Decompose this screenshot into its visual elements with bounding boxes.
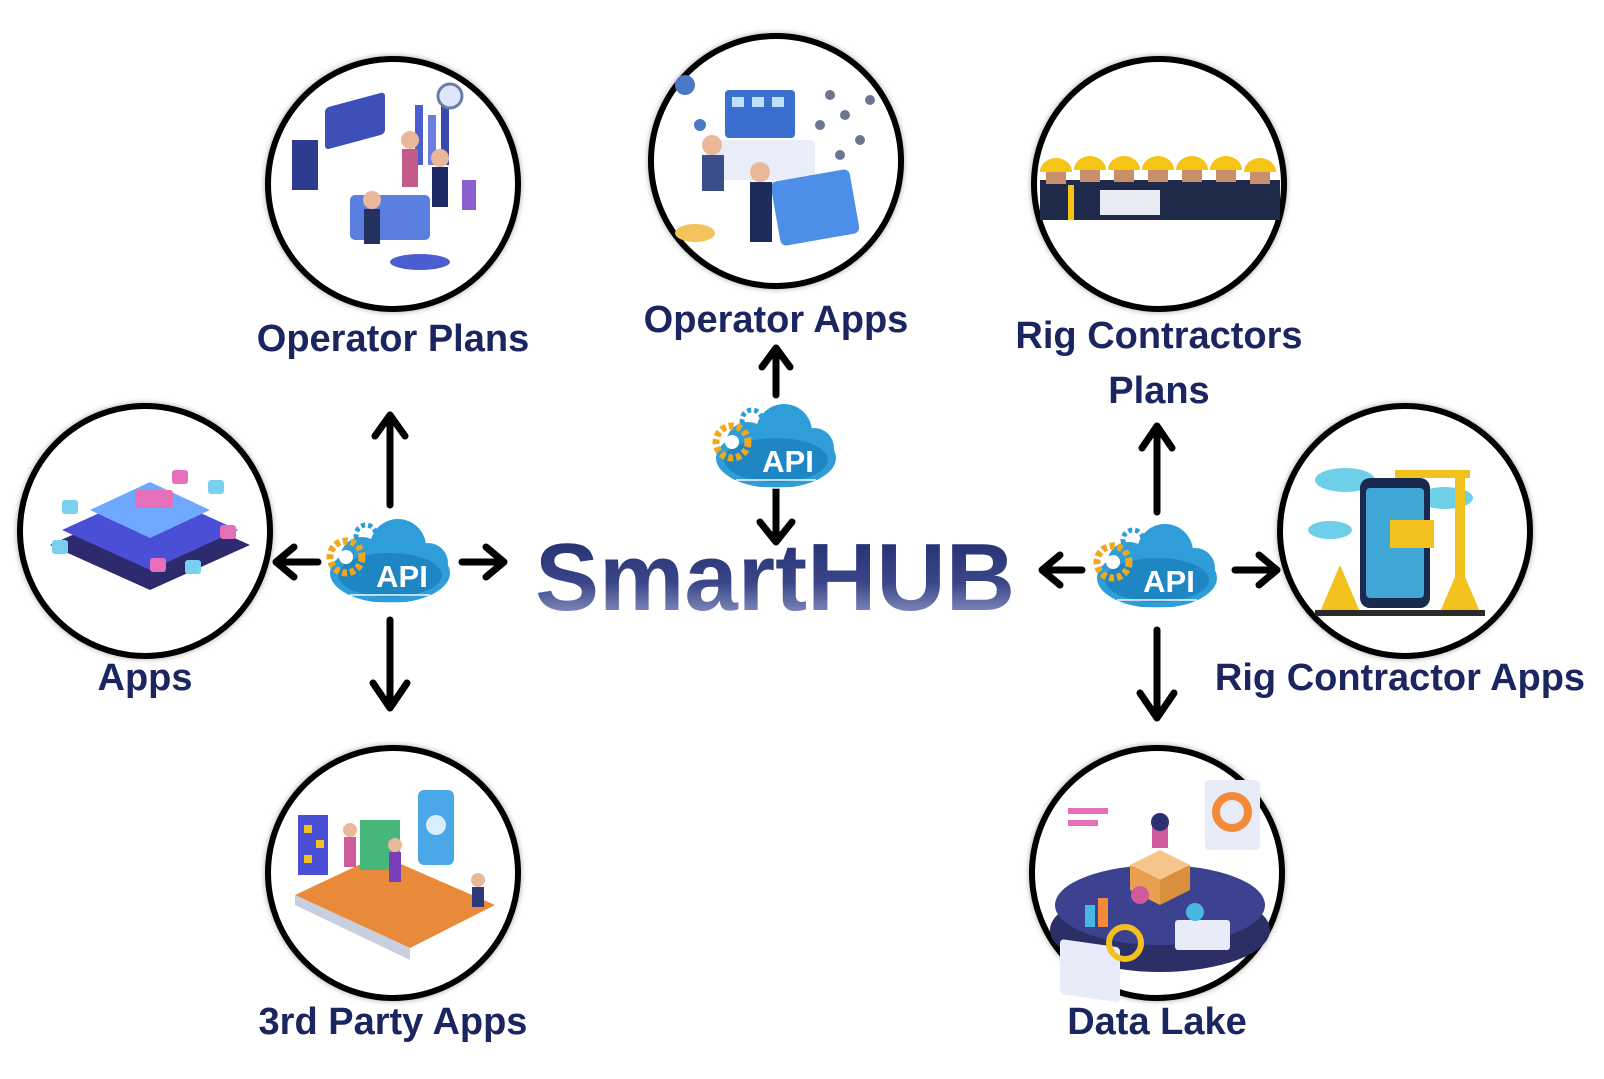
hardhat-crew-icon	[1040, 156, 1280, 220]
node-data-lake[interactable]	[1029, 745, 1285, 1002]
connector-arrows	[272, 344, 1281, 722]
node-rig-contractors-plans-label-line1: Rig Contractors	[1015, 315, 1302, 357]
node-operator-plans[interactable]	[265, 56, 521, 312]
node-operator-plans-label: Operator Plans	[257, 318, 529, 360]
arrow-to-smarthub-left	[458, 543, 508, 581]
api-badge-right: API	[1097, 524, 1217, 608]
arrow-to-rig-contractors-plans	[1138, 422, 1176, 516]
node-apps-label: Apps	[98, 657, 193, 699]
app-layers-icon	[50, 470, 250, 590]
node-operator-apps[interactable]	[648, 33, 904, 289]
database-analytics-icon	[1050, 780, 1270, 1002]
team-planning-icon	[292, 82, 476, 270]
node-operator-apps-label: Operator Apps	[644, 299, 909, 341]
api-badge-label: API	[1143, 564, 1195, 599]
node-rig-contractor-apps[interactable]	[1277, 403, 1533, 659]
arrow-to-smarthub-top	[756, 481, 796, 546]
api-badge-label: API	[762, 444, 814, 479]
node-rig-contractors-plans-label-line2: Plans	[1108, 370, 1209, 412]
arrow-to-operator-plans	[371, 411, 409, 509]
arrow-to-data-lake	[1136, 626, 1178, 722]
arrow-to-apps	[272, 543, 322, 581]
node-apps[interactable]	[17, 403, 273, 659]
arrow-to-rig-contractor-apps	[1231, 551, 1281, 589]
crane-phone-icon	[1308, 468, 1485, 616]
control-room-icon	[675, 75, 875, 246]
arrow-to-operator-apps	[758, 344, 794, 399]
api-badge-left: API	[330, 519, 450, 603]
api-badge-label: API	[376, 559, 428, 594]
node-3rd-party-apps[interactable]	[265, 745, 521, 1001]
smarthub-title: SmartHUB	[535, 524, 1015, 631]
mobile-ui-icon	[295, 790, 495, 960]
node-rig-contractors-plans[interactable]	[1031, 56, 1287, 312]
api-badge-center: API	[716, 404, 836, 488]
arrow-to-smarthub-right	[1038, 551, 1086, 589]
node-rig-contractor-apps-label: Rig Contractor Apps	[1215, 657, 1585, 699]
node-3rd-party-apps-label: 3rd Party Apps	[259, 1001, 528, 1043]
node-data-lake-label: Data Lake	[1067, 1001, 1247, 1043]
arrow-to-3rd-party-apps	[369, 616, 411, 712]
